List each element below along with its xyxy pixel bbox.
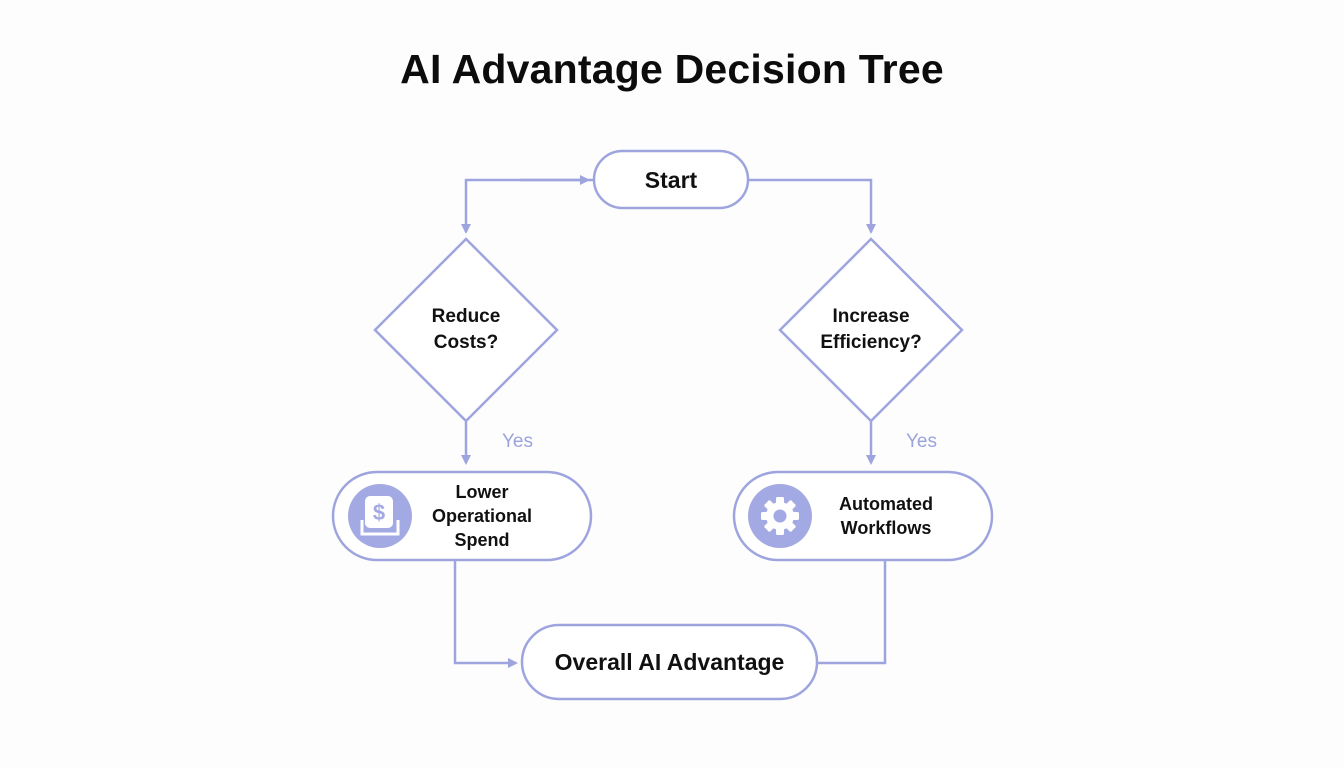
- dollar-document-icon: $: [348, 484, 412, 548]
- final-node: Overall AI Advantage: [522, 625, 817, 699]
- edge-left-outcome-to-final: [453, 561, 518, 668]
- edge-start-to-right-decision: [749, 178, 876, 234]
- gear-icon: [748, 484, 812, 548]
- edge-start-to-left-decision: [461, 178, 593, 234]
- decision-left-line-2: Costs?: [433, 332, 499, 353]
- edge-right-outcome-to-final: [818, 561, 887, 665]
- outcome-right-line-2: Workflows: [840, 518, 932, 538]
- diagram-title: AI Advantage Decision Tree: [400, 46, 944, 92]
- svg-text:$: $: [373, 500, 385, 525]
- outcome-left-line-2: Operational: [431, 506, 533, 526]
- decision-reduce-costs: Reduce Costs?: [396, 300, 536, 360]
- start-label: Start: [644, 166, 698, 193]
- outcome-lower-operational-spend: Lower Operational Spend: [416, 478, 548, 554]
- start-node: Start: [594, 151, 748, 208]
- decision-right-line-2: Efficiency?: [820, 332, 922, 353]
- start-node-shape: [592, 149, 750, 210]
- decision-right-shape: [778, 237, 964, 423]
- final-label: Overall AI Advantage: [554, 649, 785, 675]
- final-node-shape: [520, 623, 819, 701]
- outcome-left-line-3: Spend: [454, 530, 510, 550]
- decision-right-line-1: Increase: [832, 306, 910, 327]
- outcome-left-line-1: Lower: [455, 482, 509, 502]
- outcome-automated-workflows: Automated Workflows: [820, 486, 952, 546]
- yes-label-right: Yes: [906, 431, 937, 452]
- decision-increase-efficiency: Increase Efficiency?: [796, 300, 946, 360]
- decision-left-shape: [373, 237, 559, 423]
- outcome-right-line-1: Automated: [839, 494, 933, 514]
- decision-left-line-1: Reduce: [431, 306, 501, 327]
- yes-label-left: Yes: [502, 431, 533, 452]
